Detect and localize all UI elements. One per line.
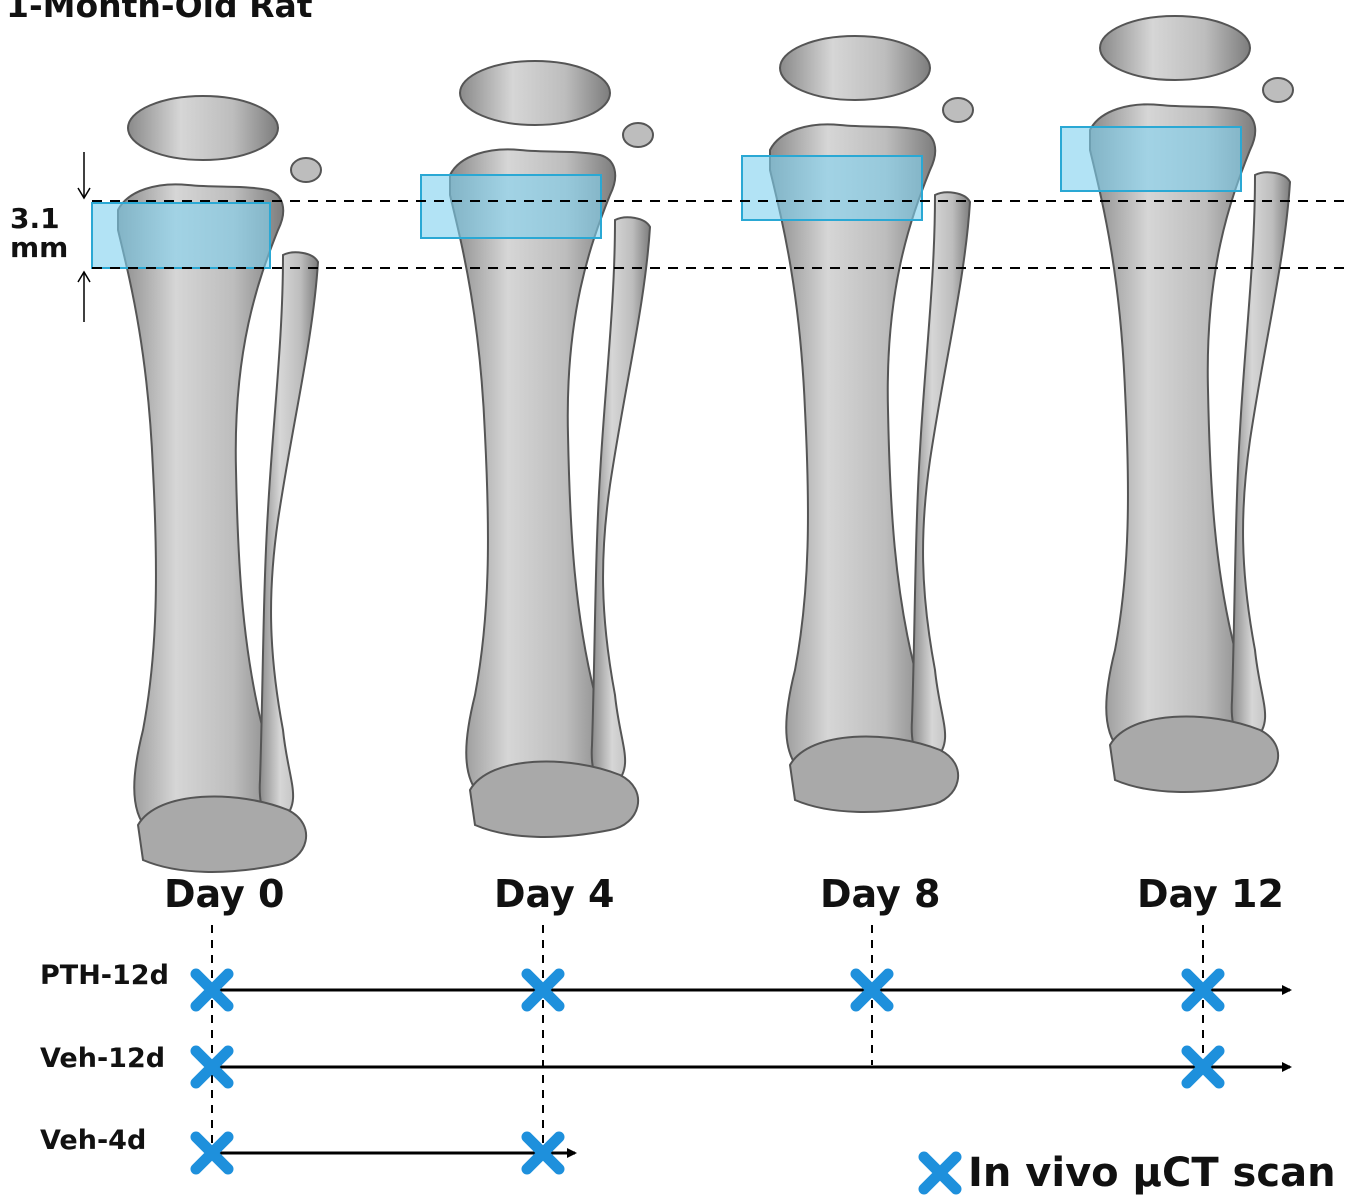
group-label-veh-4d: Veh-4d: [40, 1125, 146, 1156]
roi-day-12: [1061, 127, 1241, 191]
day-label-4: Day 4: [494, 872, 614, 916]
timelines: [212, 990, 1290, 1153]
day-guides: [212, 925, 1203, 1155]
bone-day-8: [770, 36, 973, 812]
group-label-veh-12d: Veh-12d: [40, 1043, 165, 1074]
dimension-arrows: [78, 152, 90, 322]
scan-markers: [196, 974, 1219, 1169]
day-label-8: Day 8: [820, 872, 940, 916]
roi-day-4: [421, 175, 601, 238]
figure-title: 1-Month-Old Rat: [6, 0, 313, 25]
dimension-value: 3.1: [10, 205, 60, 233]
roi-day-8: [742, 156, 922, 220]
legend-label: In vivo µCT scan: [968, 1150, 1336, 1196]
dimension-unit: mm: [10, 234, 68, 262]
day-label-12: Day 12: [1137, 872, 1284, 916]
legend-cross-icon: [924, 1157, 956, 1189]
group-label-pth-12d: PTH-12d: [40, 960, 169, 991]
day-label-0: Day 0: [164, 872, 284, 916]
roi-day-0: [92, 203, 270, 268]
